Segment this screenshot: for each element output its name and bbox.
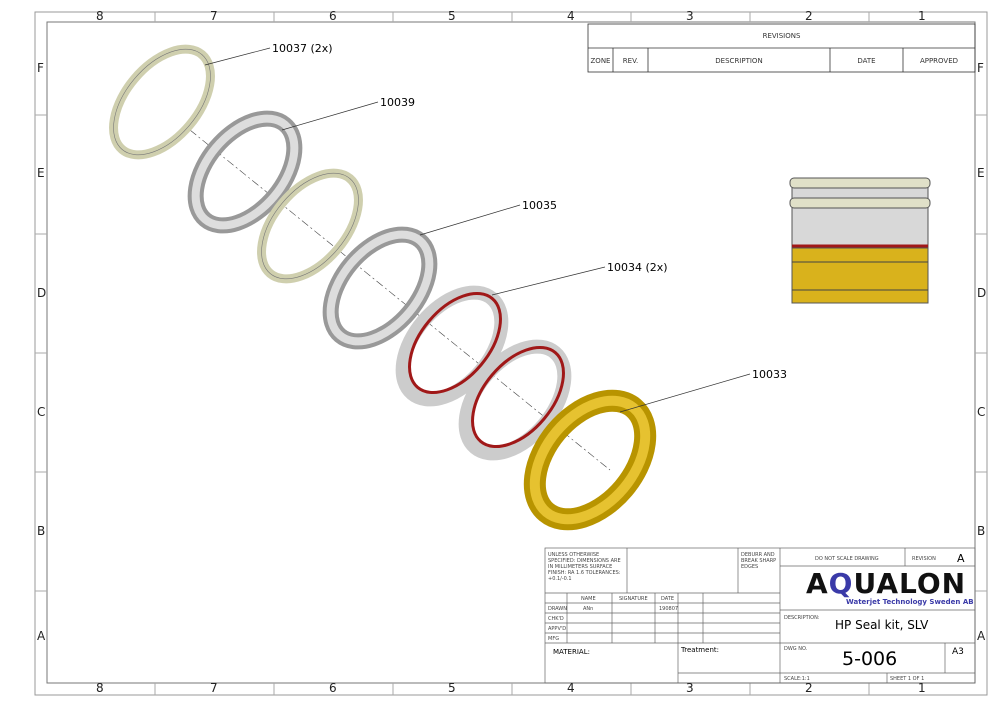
balloon-10035: 10035 (522, 199, 557, 212)
col-signature: SIGNATURE (619, 596, 648, 602)
zone-row-c-right: C (977, 405, 986, 419)
zone-col-6-bottom: 6 (329, 681, 337, 695)
balloon-10033: 10033 (752, 368, 787, 381)
zone-col-5: 5 (448, 9, 456, 23)
logo-subtitle: Waterjet Technology Sweden AB (846, 598, 974, 606)
rev-col-approved: APPROVED (919, 57, 959, 65)
zone-col-3: 3 (686, 9, 694, 23)
balloon-10037: 10037 (2x) (272, 42, 333, 55)
part-10037-oring (109, 44, 215, 160)
revisions-title: REVISIONS (762, 32, 801, 40)
revision-label: REVISION (912, 556, 936, 562)
part-10037-oring-2 (257, 168, 363, 284)
zone-row-f: F (37, 61, 44, 75)
material-label: MATERIAL: (553, 648, 590, 656)
rev-col-description: DESCRIPTION (715, 57, 763, 65)
dwg-no-label: DWG NO. (784, 646, 808, 652)
do-not-scale: DO NOT SCALE DRAWING (815, 556, 879, 562)
part-10033-bushing (523, 389, 657, 531)
zone-row-d: D (37, 286, 47, 300)
deburr-note: DEBURR AND BREAK SHARP EDGES (741, 552, 777, 570)
zone-col-5-bottom: 5 (448, 681, 456, 695)
zone-row-c: C (37, 405, 46, 419)
row-approved: APPV'D (548, 626, 567, 632)
sheet-number: SHEET 1 OF 1 (890, 676, 925, 682)
general-notes: UNLESS OTHERWISE SPECIFIED: DIMENSIONS A… (548, 552, 621, 582)
rev-col-zone: ZONE (590, 57, 611, 65)
zone-col-1: 1 (918, 9, 926, 23)
zone-col-4: 4 (567, 9, 575, 23)
sheet-size: A3 (952, 647, 964, 657)
part-10039-ring (187, 110, 303, 234)
zone-row-b-right: B (977, 524, 986, 538)
drawing-number: 5-006 (842, 648, 898, 670)
balloon-10039: 10039 (380, 96, 415, 109)
part-10034-ring-2 (458, 339, 572, 461)
zone-row-f-right: F (977, 61, 984, 75)
zone-col-8: 8 (96, 9, 104, 23)
col-name: NAME (581, 596, 596, 602)
row-mfg: MFG (548, 636, 560, 642)
zone-row-e: E (37, 166, 45, 180)
part-10034-ring (395, 285, 509, 407)
drawn-date: 190807 (659, 606, 679, 612)
zone-col-3-bottom: 3 (686, 681, 694, 695)
zone-row-d-right: D (977, 286, 987, 300)
zone-col-2-bottom: 2 (805, 681, 813, 695)
zone-row-a: A (37, 629, 46, 643)
assembled-view (789, 177, 931, 304)
zone-col-6: 6 (329, 9, 337, 23)
drawn-name: ANn (583, 606, 594, 612)
zone-col-2: 2 (805, 9, 813, 23)
row-drawn: DRAWN (548, 606, 567, 612)
zone-col-7: 7 (210, 9, 218, 23)
balloon-10034: 10034 (2x) (607, 261, 668, 274)
zone-col-1-bottom: 1 (918, 681, 926, 695)
scale: SCALE:1:1 (784, 676, 810, 682)
zone-row-a-right: A (977, 629, 986, 643)
zone-row-e-right: E (977, 166, 985, 180)
aqualon-logo: AQUALON (806, 567, 967, 600)
row-checked: CHK'D (548, 616, 564, 622)
col-date: DATE (661, 596, 675, 602)
rev-col-date: DATE (857, 57, 876, 65)
revision-value: A (957, 552, 965, 565)
description-label: DESCRIPTION: (784, 615, 820, 621)
part-10035-ring (322, 226, 438, 350)
zone-col-4-bottom: 4 (567, 681, 575, 695)
drawing-description: HP Seal kit, SLV (835, 618, 929, 632)
rev-col-rev: REV. (622, 57, 639, 65)
zone-col-8-bottom: 8 (96, 681, 104, 695)
zone-col-7-bottom: 7 (210, 681, 218, 695)
zone-row-b: B (37, 524, 46, 538)
treatment-label: Treatment: (681, 646, 719, 654)
